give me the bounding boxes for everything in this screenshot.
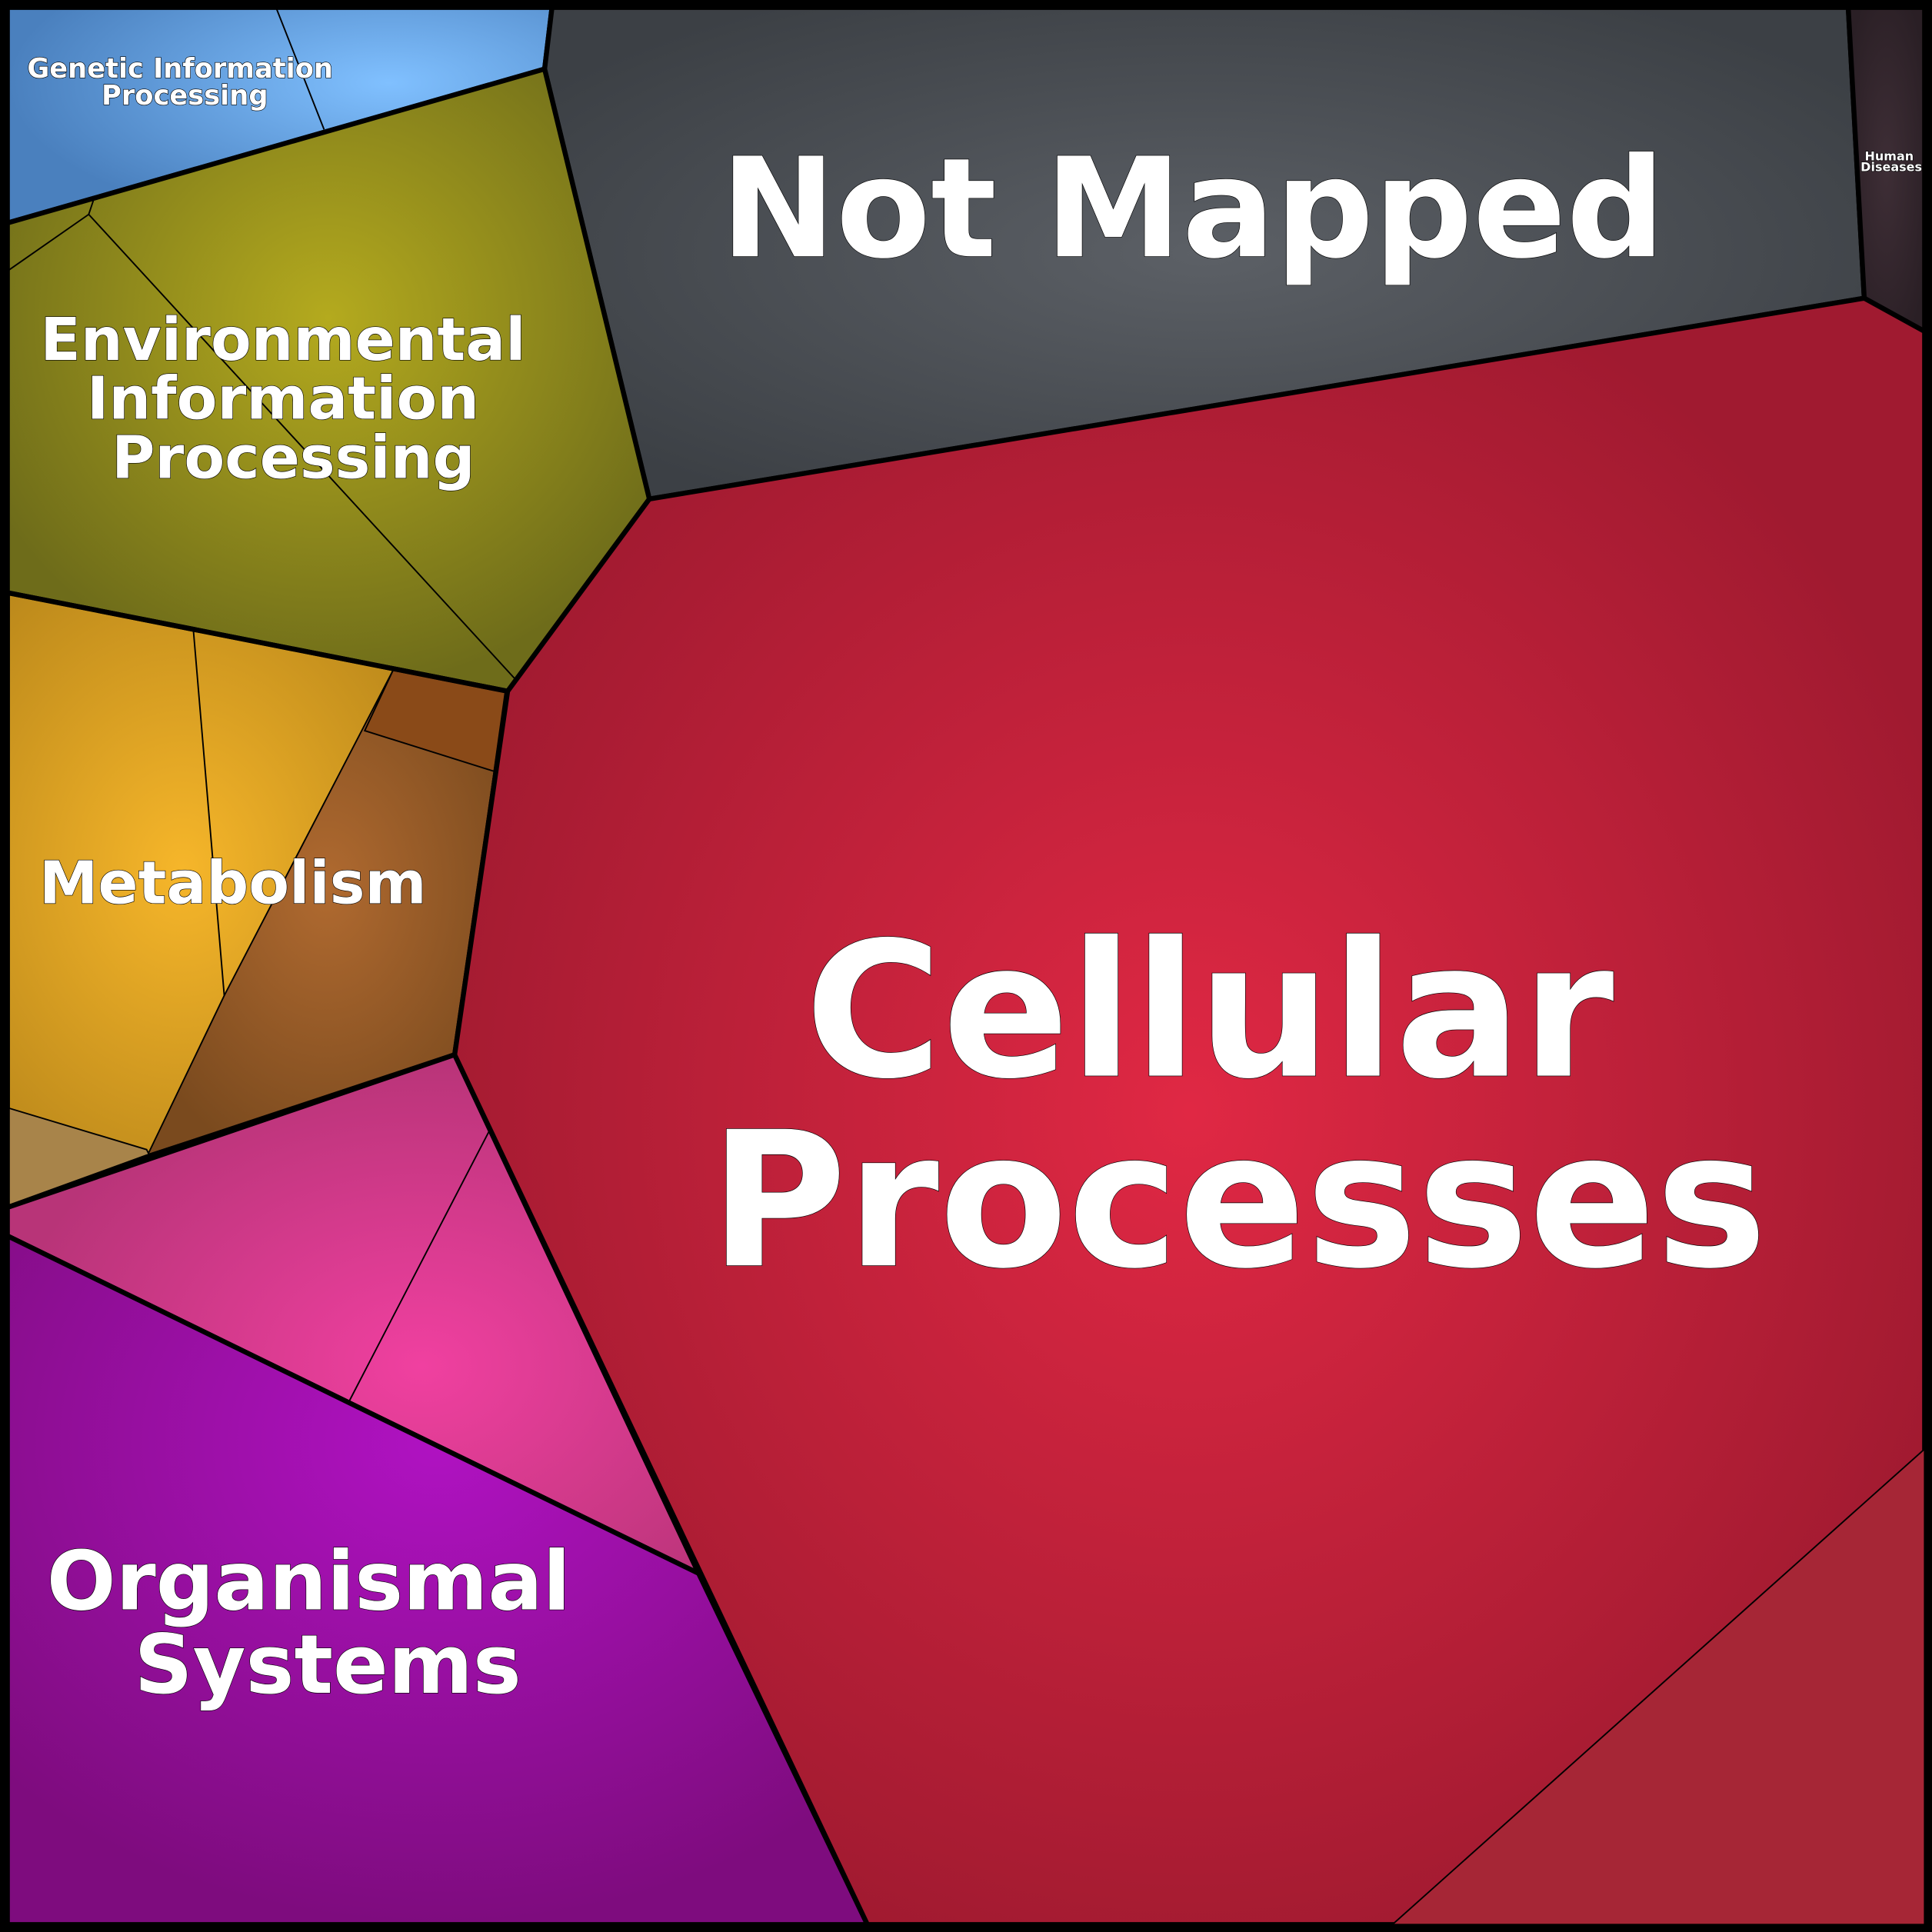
label-genetic-information-processing: Genetic Information Processing <box>27 53 342 112</box>
subcell-divider <box>275 7 325 130</box>
subcell-divider <box>348 1131 490 1403</box>
label-cellular-processes: Cellular Processes <box>709 903 1767 1311</box>
subcell-divider <box>7 213 89 272</box>
label-environmental-information-processing: Environmental Information Processing <box>40 306 546 493</box>
label-not-mapped: Not Mapped <box>721 128 1665 289</box>
label-metabolism: Metabolism <box>39 849 427 918</box>
label-organismal-systems: Organismal Systems <box>47 1534 599 1712</box>
label-human-diseases: Human Diseases <box>1860 148 1922 174</box>
subcell-divider <box>192 631 225 996</box>
